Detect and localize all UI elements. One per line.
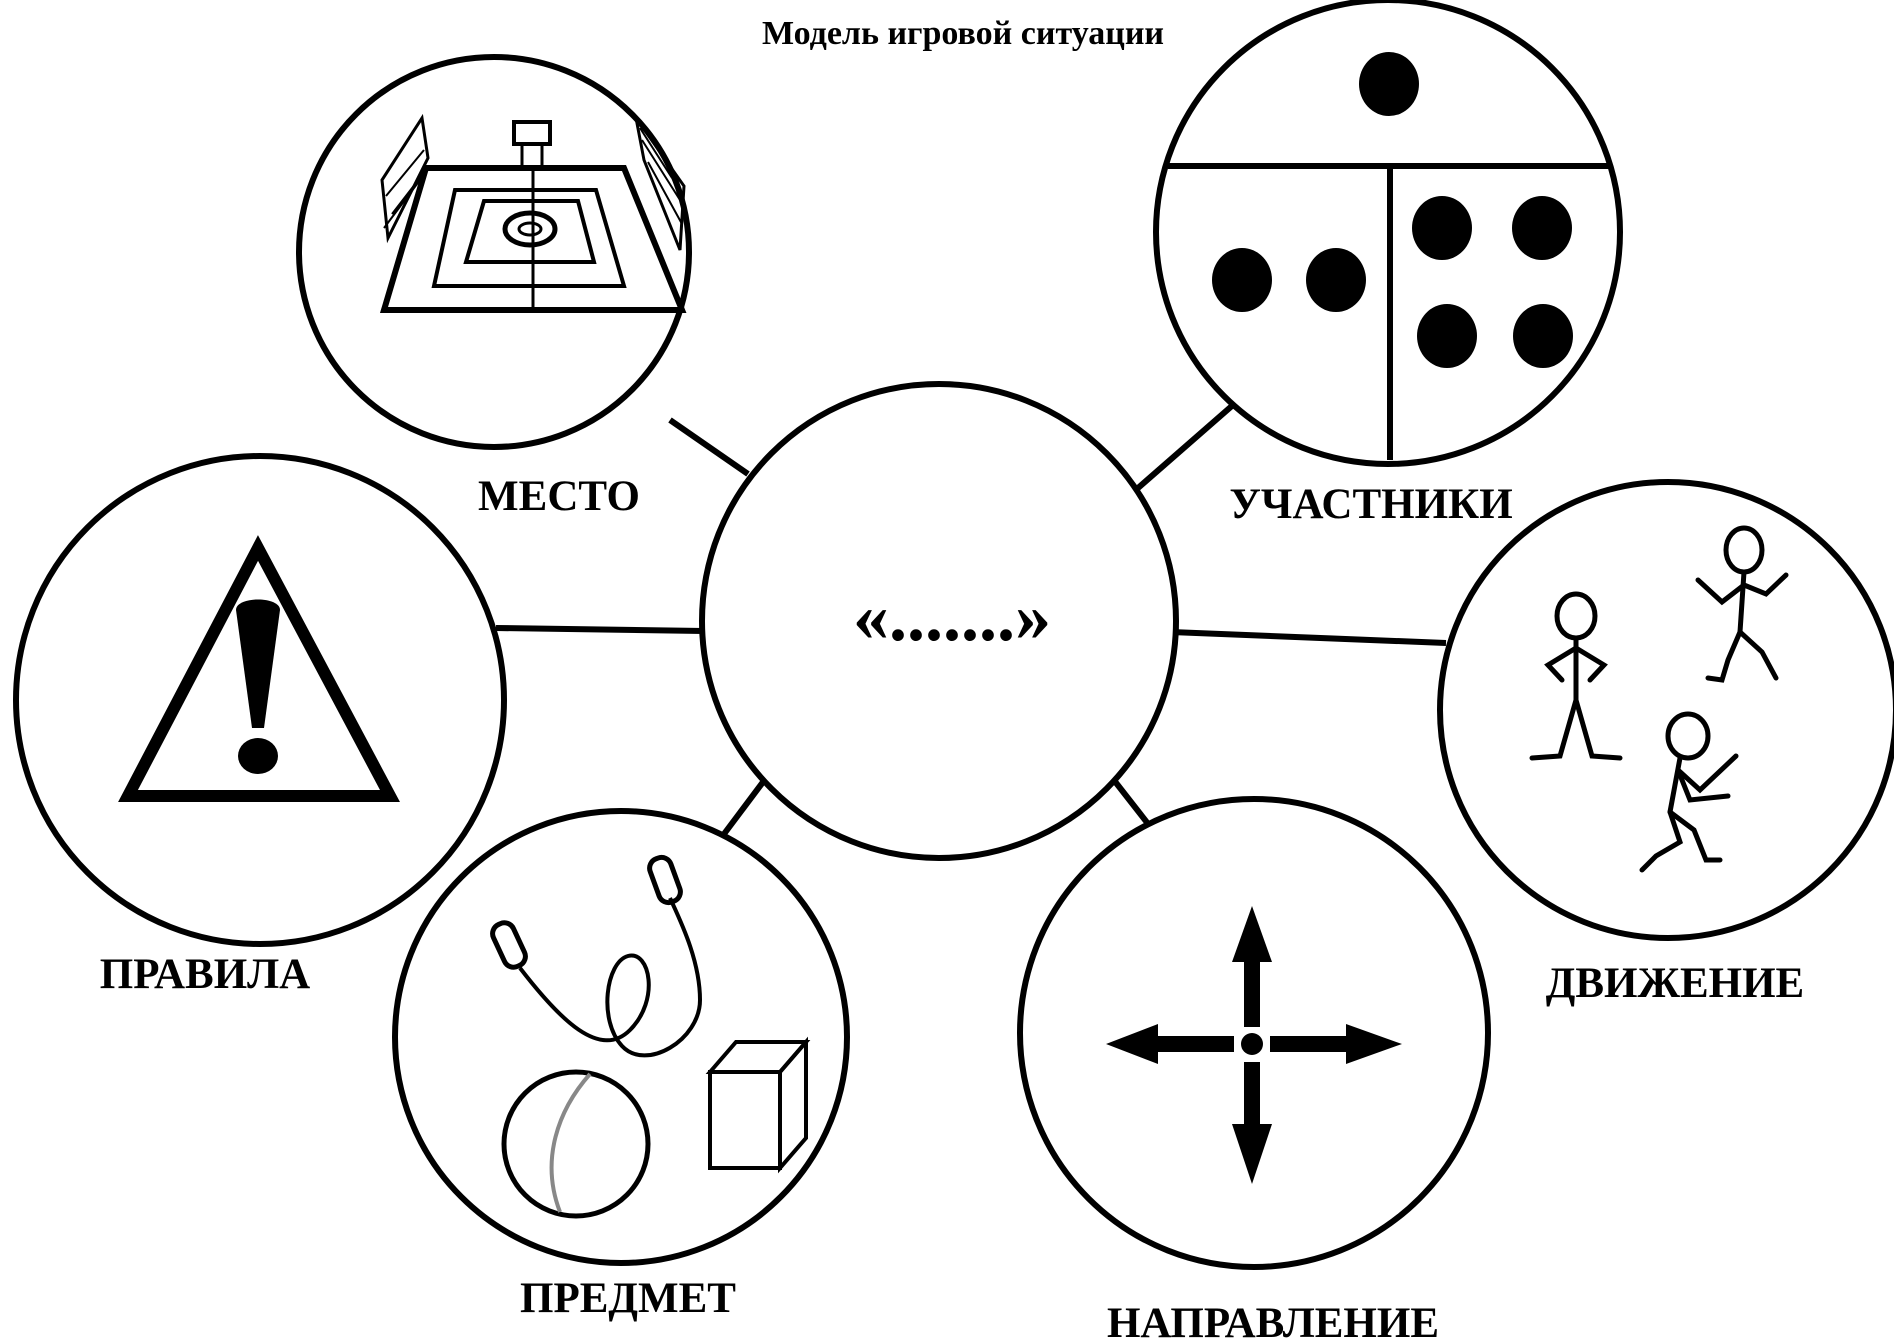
node-participants-label: УЧАСТНИКИ xyxy=(1229,481,1512,528)
node-direction: НАПРАВЛЕНИЕ xyxy=(1020,799,1488,1339)
node-rules-label: ПРАВИЛА xyxy=(100,951,311,998)
center-node: «.......» xyxy=(702,384,1176,858)
node-place: МЕСТО xyxy=(299,57,689,520)
node-direction-label: НАПРАВЛЕНИЕ xyxy=(1107,1300,1439,1339)
node-participants: УЧАСТНИКИ xyxy=(1156,0,1620,528)
center-placeholder-text: «.......» xyxy=(853,576,1051,656)
connector-rules xyxy=(496,628,704,631)
node-movement-label: ДВИЖЕНИЕ xyxy=(1546,960,1804,1007)
node-movement: ДВИЖЕНИЕ xyxy=(1440,482,1894,1007)
connector-participants xyxy=(1138,405,1233,488)
node-object-label: ПРЕДМЕТ xyxy=(520,1275,736,1322)
node-place-label: МЕСТО xyxy=(478,473,640,520)
connector-place xyxy=(670,420,748,474)
connector-movement xyxy=(1171,632,1446,643)
node-object: ПРЕДМЕТ xyxy=(395,811,847,1322)
diagram-title: Модель игровой ситуации xyxy=(762,15,1164,52)
